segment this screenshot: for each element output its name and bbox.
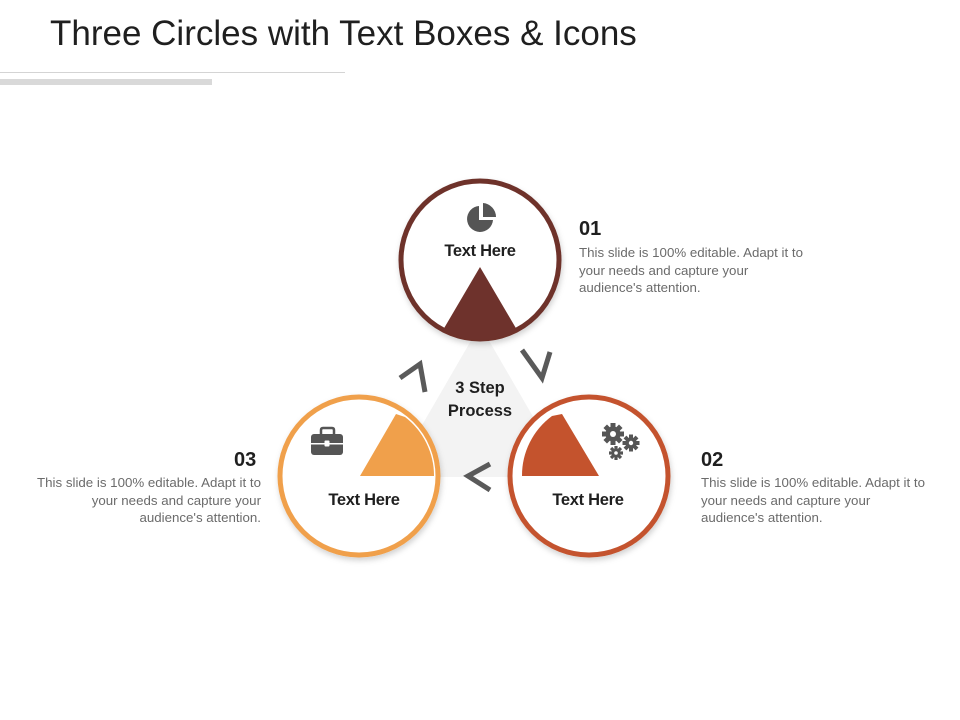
step-2-circle (507, 394, 671, 558)
title-divider-thick (0, 79, 212, 85)
step-1-circle (398, 178, 562, 342)
step-3-circle (277, 394, 441, 558)
step-2-number: 02 (701, 449, 724, 471)
pie-chart-icon (467, 203, 497, 232)
arrow-chevron-top-left (398, 359, 428, 393)
title-divider-thin (0, 72, 345, 73)
step-1-number: 01 (579, 218, 602, 240)
step-1-description: This slide is 100% editable. Adapt it to… (579, 245, 803, 295)
step-2-description: This slide is 100% editable. Adapt it to… (701, 475, 925, 525)
step-1-wedge (443, 267, 517, 340)
center-label-line-1: 3 Step (455, 379, 505, 397)
arrow-chevron-bottom (463, 461, 492, 493)
step-3-wedge (360, 414, 435, 476)
gears-icon (602, 423, 640, 460)
step-3-label: Text Here (328, 491, 400, 509)
arrow-chevron-top-right (519, 348, 553, 384)
center-label-line-2: Process (447, 402, 513, 420)
step-3-number: 03 (234, 449, 257, 471)
step-2-wedge (521, 414, 599, 476)
center-label: 3 Step Process (420, 377, 540, 423)
slide-title: Three Circles with Text Boxes & Icons (50, 14, 637, 53)
step-2-label: Text Here (552, 491, 624, 509)
step-1-label: Text Here (444, 242, 516, 260)
briefcase-icon (311, 426, 343, 455)
step-3-description: This slide is 100% editable. Adapt it to… (37, 475, 261, 525)
